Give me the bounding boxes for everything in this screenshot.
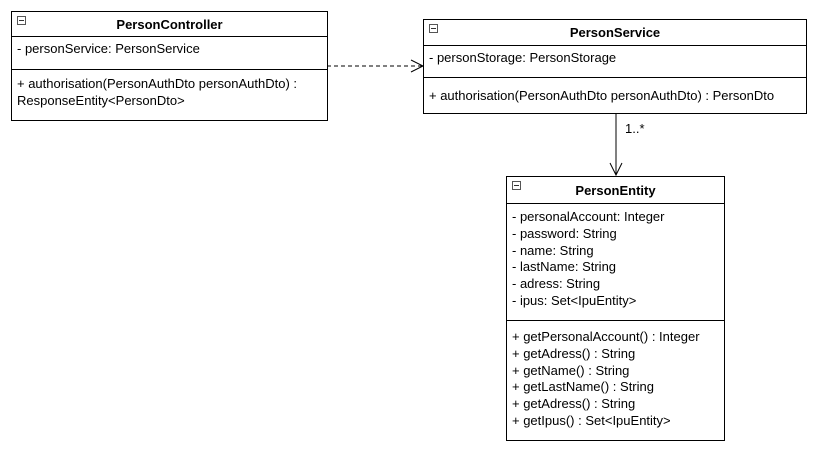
attribute: - personalAccount: Integer [512,209,665,224]
association-multiplicity: 1..* [625,121,645,136]
collapse-icon[interactable] [512,181,521,190]
attribute: - ipus: Set<IpuEntity> [512,292,637,308]
method: ResponseEntity<PersonDto> [17,92,185,108]
class-header: PersonController [12,12,327,37]
attributes-section: - personService: PersonService [12,37,327,70]
method: + authorisation(PersonAuthDto personAuth… [17,76,298,91]
method: + getLastName() : String [512,379,654,395]
method: + getPersonalAccount() : Integer [512,329,700,344]
attribute: - adress: String [512,276,601,292]
attribute: - personStorage: PersonStorage [429,50,617,65]
class-person-controller[interactable]: PersonController - personService: Person… [11,11,328,121]
class-header: PersonService [424,20,806,46]
class-name: PersonEntity [575,183,656,198]
method: + authorisation(PersonAuthDto personAuth… [429,88,775,103]
method: + getAdress() : String [512,396,636,412]
class-person-service[interactable]: PersonService - personStorage: PersonSto… [423,19,807,114]
attribute: - lastName: String [512,259,617,275]
methods-section: + authorisation(PersonAuthDto personAuth… [12,70,327,114]
method: + getIpus() : Set<IpuEntity> [512,412,671,428]
attribute: - personService: PersonService [17,41,200,56]
methods-section: + authorisation(PersonAuthDto personAuth… [424,78,806,109]
class-name: PersonController [116,17,223,32]
attribute: - name: String [512,242,594,258]
method: + getAdress() : String [512,345,636,361]
class-person-entity[interactable]: PersonEntity - personalAccount: Integer … [506,176,725,441]
class-name: PersonService [569,25,661,40]
attribute: - password: String [512,225,617,241]
association-arrowhead [609,162,623,177]
collapse-icon[interactable] [429,24,438,33]
attributes-section: - personStorage: PersonStorage [424,46,806,78]
class-header: PersonEntity [507,177,724,204]
attributes-section: - personalAccount: Integer - password: S… [507,204,724,321]
methods-section: + getPersonalAccount() : Integer + getAd… [507,321,724,434]
collapse-icon[interactable] [17,16,26,25]
method: + getName() : String [512,362,630,378]
